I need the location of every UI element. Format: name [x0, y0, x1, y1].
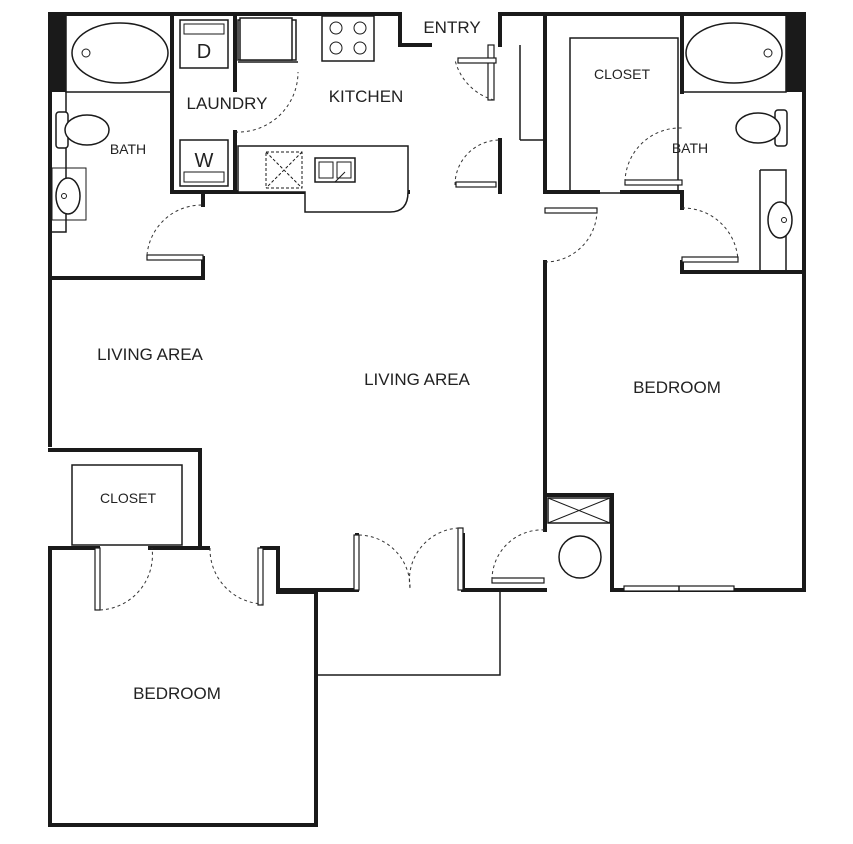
- refrigerator: [239, 17, 293, 61]
- label-entry: ENTRY: [423, 18, 480, 37]
- water-heater: [558, 535, 602, 579]
- room-labels: ENTRY KITCHEN LAUNDRY BATH BATH CLOSET C…: [97, 18, 721, 703]
- label-kitchen: KITCHEN: [329, 87, 404, 106]
- bathtub-right: [685, 22, 783, 84]
- hvac-closet: [547, 497, 611, 524]
- label-closet-left: CLOSET: [100, 490, 156, 506]
- label-closet-right: CLOSET: [594, 66, 650, 82]
- bathtub-left: [71, 22, 169, 84]
- dishwasher: [265, 151, 303, 189]
- label-bath-right: BATH: [672, 140, 708, 156]
- label-washer: W: [195, 150, 214, 172]
- doors: [94, 44, 739, 611]
- label-bedroom-left: BEDROOM: [133, 684, 221, 703]
- sink-right: [767, 201, 793, 239]
- dryer: [179, 19, 229, 69]
- label-bedroom-right: BEDROOM: [633, 378, 721, 397]
- right-bath-wall-accent: [786, 14, 804, 92]
- label-laundry: LAUNDRY: [187, 94, 268, 113]
- label-living-center: LIVING AREA: [364, 370, 470, 389]
- sink-left: [51, 167, 87, 221]
- washer: [179, 139, 229, 187]
- label-dryer: D: [197, 41, 211, 63]
- kitchen-sink: [314, 157, 356, 183]
- thin-walls: [50, 13, 787, 676]
- left-bath-wall-accent: [50, 14, 66, 92]
- fixtures: [51, 15, 793, 579]
- toilet-right: [735, 109, 788, 147]
- label-bath-left: BATH: [110, 141, 146, 157]
- stove: [321, 15, 375, 62]
- walls: [48, 12, 806, 827]
- label-living-left: LIVING AREA: [97, 345, 203, 364]
- toilet-left: [55, 111, 110, 149]
